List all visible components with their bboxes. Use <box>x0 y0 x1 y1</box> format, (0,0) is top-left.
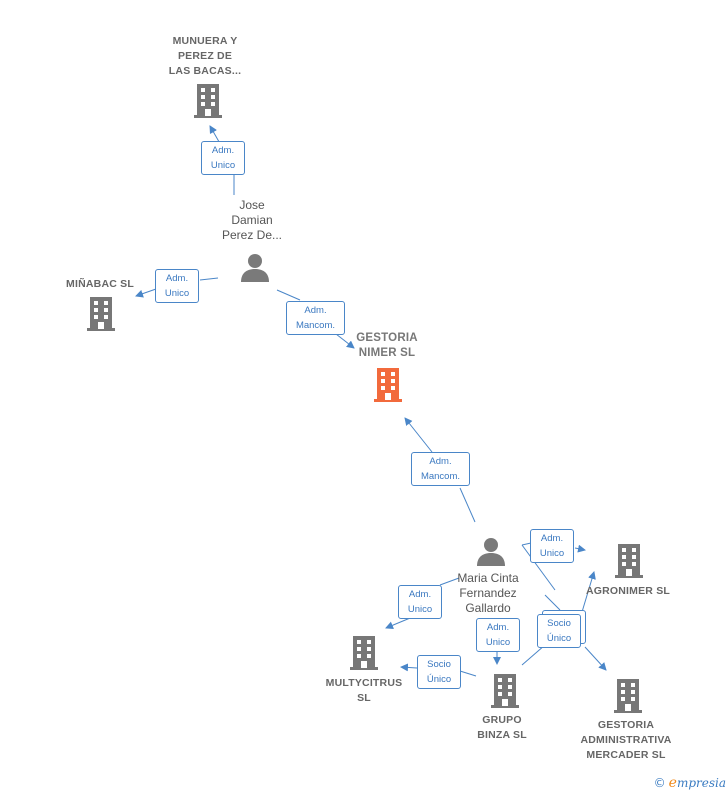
edge-binza-multycitrus <box>401 667 477 677</box>
building-icon[interactable] <box>85 296 117 332</box>
brand-logo-initial: e <box>668 775 677 791</box>
node-label-multycitrus: MULTYCITRUS SL <box>325 677 403 704</box>
edge-label-jose-minabac[interactable]: Adm. Unico <box>155 269 199 303</box>
edge-maria-agronimer <box>521 543 585 550</box>
edge-label-binza-multycitrus[interactable]: Socio Único <box>417 655 461 689</box>
brand-logo-text: mpresia <box>676 776 726 790</box>
person-icon[interactable] <box>240 252 270 282</box>
focus-building-icon[interactable] <box>372 367 404 403</box>
edge-label-jose-munuera[interactable]: Adm. Unico <box>201 141 245 175</box>
node-label-munuera: MUNUERA Y PEREZ DE LAS BACAS... <box>168 35 242 77</box>
edge-label-maria-multycitrus[interactable]: Adm. Unico <box>398 585 442 619</box>
edge-label-binza-others[interactable]: Socio Único <box>537 614 581 648</box>
node-label-jose: Jose Damian Perez De... <box>221 198 283 242</box>
node-label-gestoria-nimer: GESTORIA NIMER SL <box>356 332 418 359</box>
edge-maria-nimer <box>405 418 476 523</box>
node-label-gestoria-mercader: GESTORIA ADMINISTRATIVA MERCADER SL <box>580 719 672 761</box>
edge-binza-mercader <box>544 594 606 670</box>
edge-label-maria-agronimer[interactable]: Adm. Unico <box>530 529 574 563</box>
brand-footer: ©empresia <box>654 775 726 791</box>
edge-jose-minabac <box>136 277 219 296</box>
node-label-minabac: MIÑABAC SL <box>66 278 134 290</box>
building-icon[interactable] <box>192 83 224 119</box>
node-label-grupo-binza: GRUPO BINZA SL <box>477 714 527 741</box>
edge-jose-nimer <box>276 289 354 348</box>
building-icon[interactable] <box>348 635 380 671</box>
edge-label-maria-nimer[interactable]: Adm. Mancom. <box>411 452 470 486</box>
edge-binza-agronimer <box>521 572 594 666</box>
building-icon[interactable] <box>612 678 644 714</box>
node-label-maria: Maria Cinta Fernandez Gallardo <box>457 571 519 615</box>
building-icon[interactable] <box>613 543 645 579</box>
building-icon[interactable] <box>489 673 521 709</box>
edge-label-jose-nimer[interactable]: Adm. Mancom. <box>286 301 345 335</box>
node-label-agronimer: AGRONIMER SL <box>585 585 671 597</box>
person-icon[interactable] <box>476 536 506 566</box>
edge-label-maria-binza[interactable]: Adm. Unico <box>476 618 520 652</box>
copyright-symbol: © <box>653 776 666 790</box>
